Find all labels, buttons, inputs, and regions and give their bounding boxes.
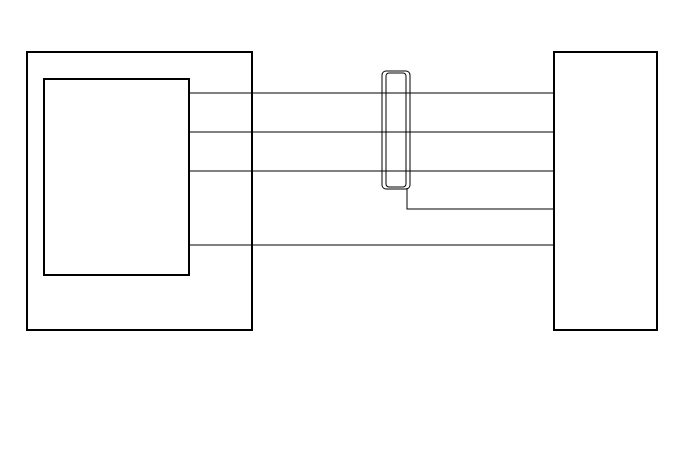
left-unit-inner-module — [43, 78, 190, 276]
shielded-cable-sleeve — [381, 70, 411, 190]
sleeve-inner — [385, 72, 407, 188]
shield-drain-wire — [406, 188, 554, 210]
right-unit-housing — [553, 51, 658, 331]
sleeve-outer — [381, 70, 411, 190]
left-unit-housing — [26, 51, 253, 331]
